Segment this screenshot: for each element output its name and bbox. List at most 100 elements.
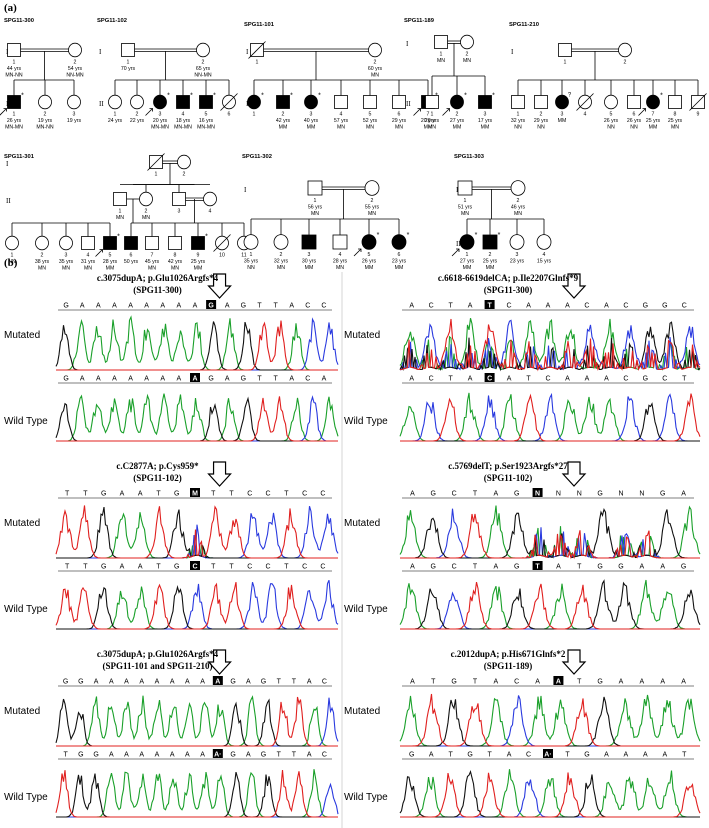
sequence-base: G (514, 564, 519, 571)
family-id: (SPG11-300) (484, 285, 533, 295)
mutation-star: * (117, 234, 120, 241)
affected-male-square (176, 95, 190, 109)
individual-genotype: MM (305, 265, 314, 271)
sequence-base: A (160, 376, 165, 383)
family-id: (SPG11-189) (484, 661, 533, 671)
individual-number: 2 (202, 60, 205, 66)
mutation-star: * (261, 93, 264, 100)
individual-age: 18 yrs (176, 118, 191, 124)
individual-genotype: MM (279, 125, 288, 131)
individual-age: 22 yrs (130, 118, 145, 124)
sequence-base: A (96, 376, 101, 383)
unaffected-male-square (392, 95, 406, 109)
sequence-base: A (494, 564, 499, 571)
individual-number: 1 (13, 60, 16, 66)
highlight-base: G (208, 303, 214, 310)
sequence-base: A (494, 491, 499, 498)
sequence-base: A (96, 303, 101, 310)
individual-age: 32 yrs (511, 118, 526, 124)
sequence-base: C (305, 376, 310, 383)
proband-arrow (0, 108, 7, 116)
individual-number: 5 (369, 112, 372, 118)
sequence-base: A (109, 752, 114, 759)
unaffected-female-circle (509, 234, 525, 250)
highlight-base: N (535, 491, 540, 498)
unaffected-female-circle (510, 180, 526, 196)
sequence-base: A (185, 679, 190, 686)
individual-number: 1 (155, 172, 158, 178)
individual-number: 6 (633, 112, 636, 118)
individual-genotype: MN (368, 211, 376, 217)
sequence-base: C (514, 679, 519, 686)
individual-genotype: MN (142, 215, 150, 221)
sequence-base: A (546, 303, 551, 310)
individual-genotype: NN (247, 265, 255, 271)
highlight-box (532, 488, 543, 497)
sequence-base: G (514, 491, 519, 498)
individual-number: 2 (44, 112, 47, 118)
sequence-base: A (468, 376, 473, 383)
pedigree-id: SPG11-189 (404, 18, 435, 24)
sequence-base: A (155, 679, 160, 686)
affected-female-circle (646, 94, 660, 110)
individual-age: 29 yrs (534, 118, 549, 124)
trace-A (56, 393, 339, 442)
mutated-label: Mutated (344, 706, 380, 717)
individual-genotype: MN (366, 125, 374, 131)
individual-genotype: MN (84, 266, 92, 272)
sequence-base: C (322, 752, 327, 759)
individual-genotype: MM (453, 125, 462, 131)
individual-number: 7 (652, 112, 655, 118)
individual-number: 1 (11, 253, 14, 259)
sequence-base: A (604, 376, 609, 383)
individual-age: 28 yrs (425, 118, 440, 124)
individual-age: 70 yrs (121, 66, 136, 72)
highlight-box (543, 749, 553, 758)
sequence-base: A (307, 679, 312, 686)
individual-number: 6 (398, 252, 401, 258)
mutation-arrow-icon (207, 273, 232, 299)
sequence-base: G (584, 752, 589, 759)
individual-number: 1 (250, 252, 253, 258)
individual-genotype: MN (148, 266, 156, 272)
unaffected-female-circle (35, 235, 49, 251)
individual-age: 27 yrs (460, 259, 475, 265)
sequence-base: T (449, 303, 454, 310)
unaffected-female-circle (604, 94, 618, 110)
individual-number: 3 (73, 112, 76, 118)
mutation-title: c.3075dupA; p.Glu1026Argfs*4 (97, 273, 219, 283)
sequence-base: T (65, 564, 70, 571)
individual-genotype: MM (424, 125, 433, 131)
highlight-base: M (192, 491, 198, 498)
trace-T (400, 393, 701, 442)
unaffected-female-circle (368, 42, 382, 58)
trace-T (56, 396, 338, 442)
mutation-title: c.2012dupA; p.His671Glnfs*2 (451, 649, 566, 659)
individual-number: 5 (109, 253, 112, 259)
deceased-slash (213, 234, 231, 252)
trace-T (55, 769, 338, 818)
sequence-base: G (174, 491, 179, 498)
sequence-base: G (681, 564, 686, 571)
mutation-star: * (318, 93, 321, 100)
individual-age: 28 yrs (333, 259, 348, 265)
generation-label: II (406, 100, 411, 108)
sequence-base: A (170, 679, 175, 686)
sequence-base: A (409, 376, 414, 383)
sequence-base: T (229, 491, 234, 498)
highlight-box (206, 300, 217, 309)
sequence-base: C (429, 303, 434, 310)
mutation-star: * (660, 93, 663, 100)
individual-age: 26 yrs (604, 118, 619, 124)
pedigree-id: SPG11-302 (242, 154, 272, 160)
sequence-base: A (289, 303, 294, 310)
individual-age: 23 yrs (510, 259, 525, 265)
unaffected-female-circle (68, 42, 82, 58)
individual-genotype: MM (395, 265, 404, 271)
generation-label: II (6, 197, 11, 205)
sequence-base: T (487, 752, 492, 759)
individual-number: 9 (197, 253, 200, 259)
